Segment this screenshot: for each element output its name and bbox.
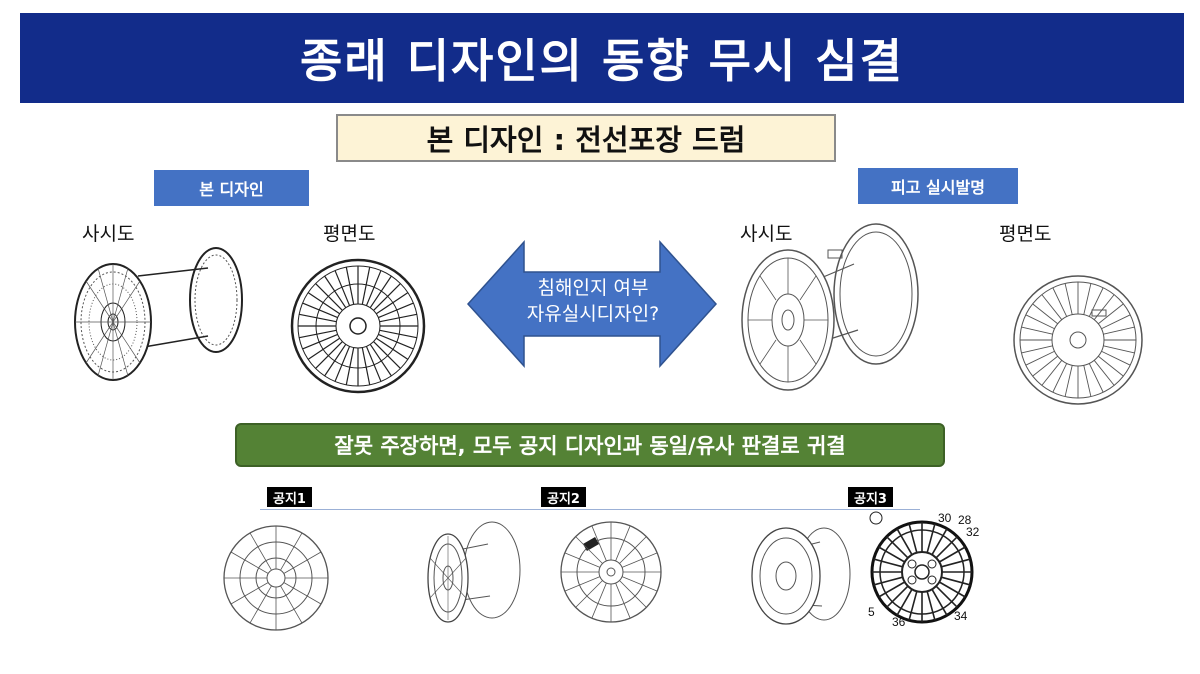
conclusion-banner: 잘못 주장하면, 모두 공지 디자인과 동일/유사 판결로 귀결 bbox=[235, 423, 945, 467]
conclusion-text: 잘못 주장하면, 모두 공지 디자인과 동일/유사 판결로 귀결 bbox=[334, 434, 846, 458]
annotation-5: 5 bbox=[868, 605, 875, 619]
annotation-30: 30 bbox=[938, 511, 952, 525]
prior-art-1-tag: 공지1 bbox=[267, 487, 312, 507]
prior-art-1-drawing bbox=[223, 525, 329, 631]
arrow-line1: 침해인지 여부 bbox=[537, 277, 649, 299]
prior-art-2-plan-drawing bbox=[560, 521, 662, 623]
prior-art-2-perspective-drawing bbox=[427, 521, 521, 623]
annotation-36: 36 bbox=[892, 615, 906, 629]
right-drum-perspective-drawing bbox=[741, 223, 919, 391]
prior-art-3-perspective-drawing bbox=[751, 527, 851, 625]
subject-text: 본 디자인 : 전선포장 드럼 bbox=[426, 123, 746, 157]
prior-art-divider bbox=[260, 509, 920, 510]
left-drum-plan-drawing bbox=[290, 258, 426, 394]
prior-art-2-tag: 공지2 bbox=[541, 487, 586, 507]
right-drum-plan-drawing bbox=[1013, 275, 1143, 405]
right-plan-label: 평면도 bbox=[999, 223, 1052, 245]
arrow-question: 침해인지 여부 자유실시디자인? bbox=[520, 275, 666, 327]
arrow-line2: 자유실시디자인? bbox=[526, 303, 660, 325]
page-title: 종래 디자인의 동향 무시 심결 bbox=[300, 34, 904, 88]
annotation-32: 32 bbox=[966, 525, 980, 539]
annotation-34: 34 bbox=[954, 609, 968, 623]
subject-box: 본 디자인 : 전선포장 드럼 bbox=[336, 114, 836, 162]
prior-art-3-tag: 공지3 bbox=[848, 487, 893, 507]
left-plan-label: 평면도 bbox=[323, 223, 376, 245]
annotation-28: 28 bbox=[958, 513, 972, 527]
right-perspective-label: 사시도 bbox=[740, 223, 793, 245]
title-banner: 종래 디자인의 동향 무시 심결 bbox=[20, 13, 1184, 103]
right-group-tag: 피고 실시발명 bbox=[858, 168, 1018, 204]
left-group-tag: 본 디자인 bbox=[154, 170, 309, 206]
left-drum-perspective-drawing bbox=[74, 247, 243, 381]
double-arrow bbox=[466, 240, 718, 368]
prior-art-3-plan-drawing: 30 28 32 5 36 34 bbox=[868, 511, 980, 629]
left-perspective-label: 사시도 bbox=[82, 223, 135, 245]
